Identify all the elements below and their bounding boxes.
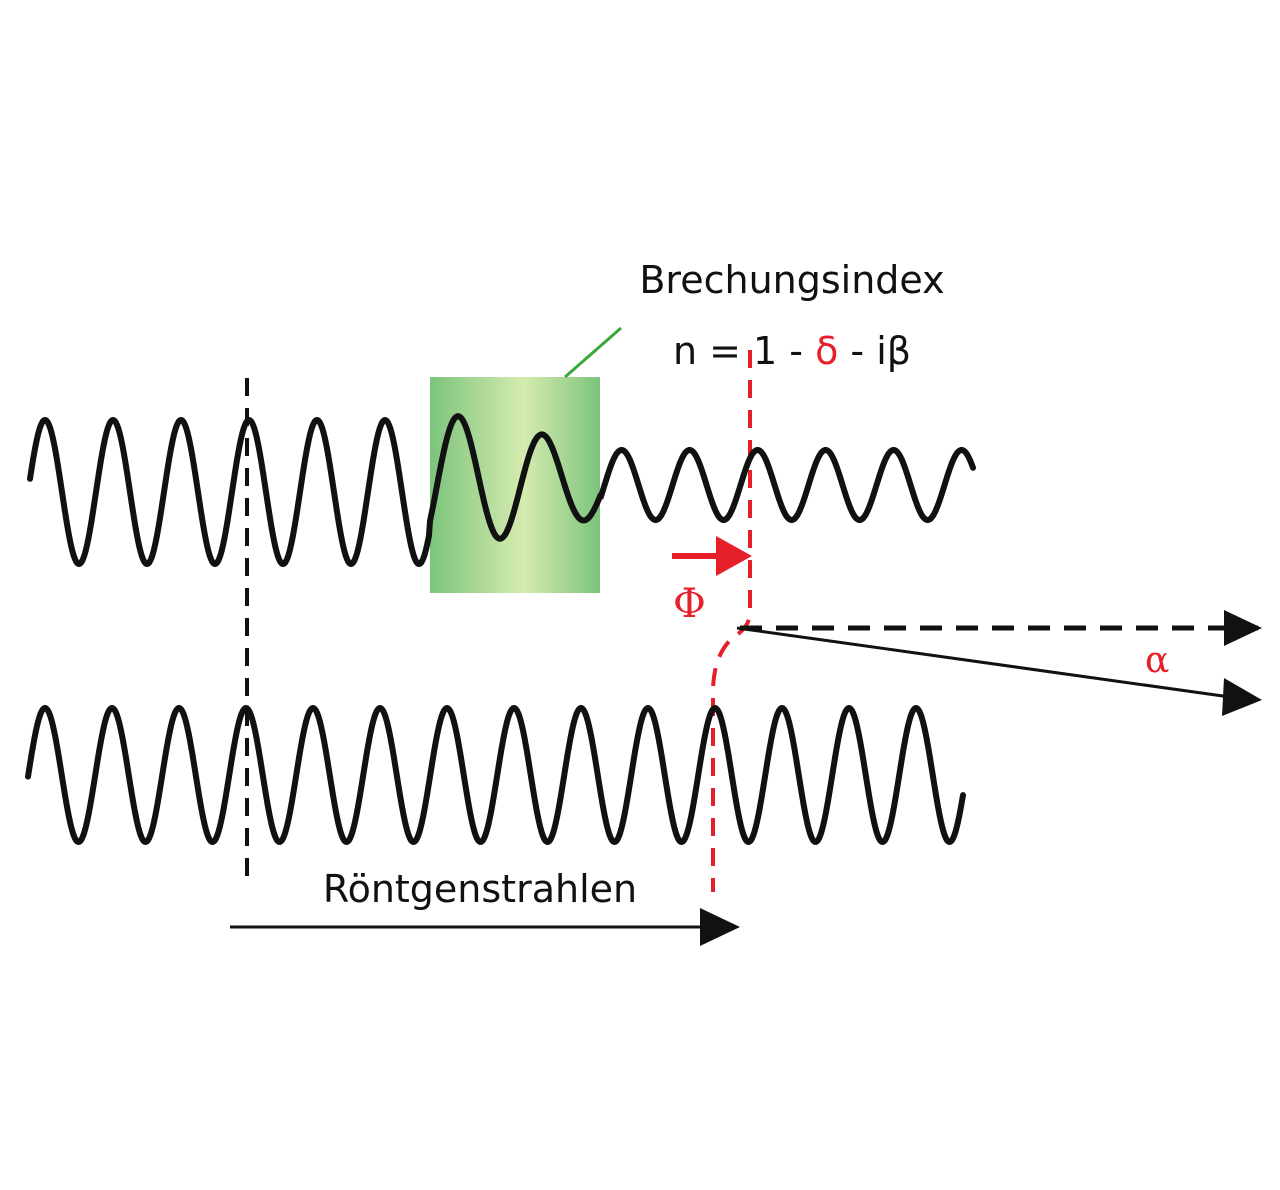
undeflected-arrowhead — [1224, 610, 1262, 646]
phase-shift-arrow — [672, 536, 752, 576]
refractive-index-title: Brechungsindex — [639, 258, 944, 302]
sample-leader-line — [564, 326, 622, 379]
deflected-arrowhead — [1222, 678, 1262, 716]
beam-label: Röntgenstrahlen — [323, 867, 637, 911]
refractive-index-formula: n = 1 - δ - iβ — [673, 329, 911, 373]
angle-symbol: α — [1145, 640, 1169, 681]
propagation-arrowhead — [700, 908, 740, 946]
wave-reference — [25, 704, 966, 845]
wave-through-sample — [27, 413, 976, 568]
deflected-beam-arrow — [736, 626, 1231, 699]
sample-block — [430, 377, 600, 593]
phase-symbol: Φ — [673, 581, 706, 627]
phase-front-dashed-line — [711, 350, 752, 892]
formula-prefix: n = 1 - — [673, 329, 815, 373]
formula-suffix: - iβ — [838, 329, 911, 373]
formula-delta: δ — [815, 329, 838, 373]
